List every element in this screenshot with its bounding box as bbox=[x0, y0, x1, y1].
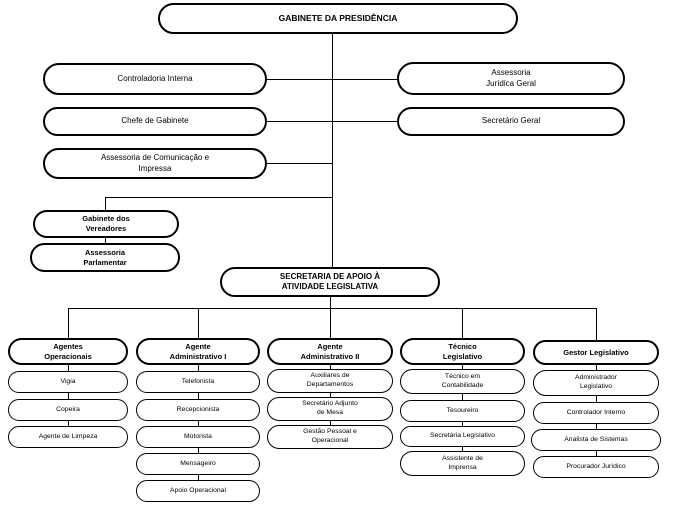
box-chefe-de-gabinete: Chefe de Gabinete bbox=[43, 107, 267, 136]
box-secretario-geral: Secretário Geral bbox=[397, 107, 625, 136]
connector bbox=[462, 447, 463, 451]
connector-col5-drop bbox=[596, 308, 597, 340]
connector bbox=[330, 421, 331, 425]
box-vigia: Vigia bbox=[8, 371, 128, 393]
connector bbox=[462, 422, 463, 426]
box-motorista: Motorista bbox=[136, 426, 260, 448]
box-mensageiro: Mensageiro bbox=[136, 453, 260, 475]
box-header-agentes-operacionais: Agentes Operacionais bbox=[8, 338, 128, 365]
box-header-agente-administrativo-1: Agente Administrativo I bbox=[136, 338, 260, 365]
box-header-tecnico-legislativo: Técnico Legislativo bbox=[400, 338, 525, 365]
connector bbox=[198, 365, 199, 371]
box-analista-sistemas: Analista de Sistemas bbox=[531, 429, 661, 451]
box-header-gestor-legislativo: Gestor Legislativo bbox=[533, 340, 659, 365]
box-secretaria-apoio-legislativa: SECRETARIA DE APOIO À ATIVIDADE LEGISLAT… bbox=[220, 267, 440, 297]
connector bbox=[68, 421, 69, 426]
connector bbox=[596, 396, 597, 402]
connector bbox=[330, 393, 331, 397]
box-telefonista: Telefonista bbox=[136, 371, 260, 393]
connector-parlamentar bbox=[105, 238, 106, 243]
box-auxiliares-departamentos: Auxiliares de Departamentos bbox=[267, 369, 393, 393]
box-controlador-interno: Controlador Interno bbox=[533, 402, 659, 424]
box-gabinete-dos-vereadores: Gabinete dos Vereadores bbox=[33, 210, 179, 238]
box-assessoria-comunicacao-impressa: Assessoria de Comunicação e Impressa bbox=[43, 148, 267, 179]
box-assessoria-juridica-geral: Assessoria Jurídica Geral bbox=[397, 62, 625, 95]
box-controladoria-interna: Controladoria Interna bbox=[43, 63, 267, 95]
connector bbox=[68, 393, 69, 399]
box-secretario-adjunto-mesa: Secretário Adjunto de Mesa bbox=[267, 397, 393, 421]
box-administrador-legislativo: Administrador Legislativo bbox=[533, 370, 659, 396]
connector-col3-drop bbox=[330, 308, 331, 338]
connector-secretaria-drop bbox=[330, 297, 331, 308]
connector bbox=[198, 393, 199, 399]
connector bbox=[68, 365, 69, 371]
connector bbox=[330, 365, 331, 369]
connector-trunk bbox=[332, 34, 333, 267]
connector bbox=[198, 421, 199, 426]
connector bbox=[462, 394, 463, 400]
connector-row1 bbox=[267, 79, 397, 80]
box-gabinete-presidencia: GABINETE DA PRESIDÊNCIA bbox=[158, 3, 518, 34]
box-tesoureiro: Tesoureiro bbox=[400, 400, 525, 422]
box-gestao-pessoal-operacional: Gestão Pessoal e Operacional bbox=[267, 425, 393, 449]
box-assistente-imprensa: Assistente de Imprensa bbox=[400, 451, 525, 476]
box-agente-de-limpeza: Agente de Limpeza bbox=[8, 426, 128, 448]
box-recepcionista: Recepcionista bbox=[136, 399, 260, 421]
connector-vereadores-elbow bbox=[105, 197, 333, 198]
box-apoio-operacional: Apoio Operacional bbox=[136, 480, 260, 502]
box-header-agente-administrativo-2: Agente Administrativo II bbox=[267, 338, 393, 365]
box-procurador-juridico: Procurador Jurídico bbox=[533, 456, 659, 478]
connector-row3 bbox=[267, 163, 333, 164]
box-copeira: Copeira bbox=[8, 399, 128, 421]
box-secretaria-legislativo: Secretária Legislativo bbox=[400, 426, 525, 447]
connector bbox=[198, 475, 199, 480]
connector-col2-drop bbox=[198, 308, 199, 338]
connector bbox=[462, 365, 463, 369]
connector bbox=[596, 451, 597, 456]
connector-vereadores-drop bbox=[105, 197, 106, 210]
box-tecnico-contabilidade: Técnico em Contabilidade bbox=[400, 369, 525, 394]
box-assessoria-parlamentar: Assessoria Parlamentar bbox=[30, 243, 180, 272]
connector-col1-drop bbox=[68, 308, 69, 338]
connector bbox=[198, 448, 199, 453]
connector-distribution bbox=[68, 308, 597, 309]
connector-row2 bbox=[267, 121, 397, 122]
connector bbox=[596, 424, 597, 429]
connector bbox=[596, 365, 597, 370]
connector-col4-drop bbox=[462, 308, 463, 338]
